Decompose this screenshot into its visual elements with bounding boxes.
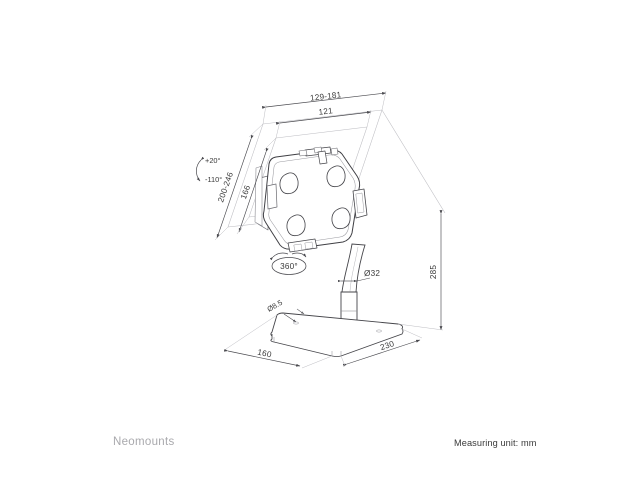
- dimension-column-diameter: [337, 277, 371, 283]
- dimension-base-depth: [223, 314, 333, 369]
- dimension-label-width-range: 129-181: [310, 90, 343, 103]
- measuring-unit-note: Measuring unit: mm: [454, 438, 537, 448]
- dimension-inner-width: [275, 109, 372, 139]
- dimension-base-width: [340, 328, 423, 367]
- dimension-label-total-height: 285: [429, 265, 438, 280]
- dimension-label-base-depth: 160: [257, 348, 273, 360]
- tilt-up-label: +20°: [205, 156, 221, 165]
- dimension-inner-height: [236, 137, 277, 235]
- base-plate: [270, 312, 404, 357]
- dimension-label-base-width: 230: [379, 339, 396, 352]
- dimension-label-inner-width: 121: [318, 106, 333, 117]
- top-clamp-arm: [298, 146, 339, 165]
- brand-label: Neomounts: [113, 436, 175, 448]
- dimension-total-height: [397, 210, 444, 331]
- dimension-label-column-diameter: Ø32: [364, 269, 380, 278]
- dimension-hole-diameter: [283, 308, 305, 323]
- grip-pads: [279, 165, 351, 237]
- dimension-label-inner-height: 166: [239, 184, 252, 201]
- rotation-badge: 360°: [269, 252, 307, 275]
- dimension-width-range: [261, 90, 387, 125]
- tilt-angle-indicator: [196, 156, 205, 182]
- rotation-label: 360°: [280, 262, 298, 271]
- tilt-down-label: -110°: [205, 175, 222, 184]
- bottom-clamp-arm: [287, 238, 318, 253]
- rotation-badge-outline: [271, 257, 307, 275]
